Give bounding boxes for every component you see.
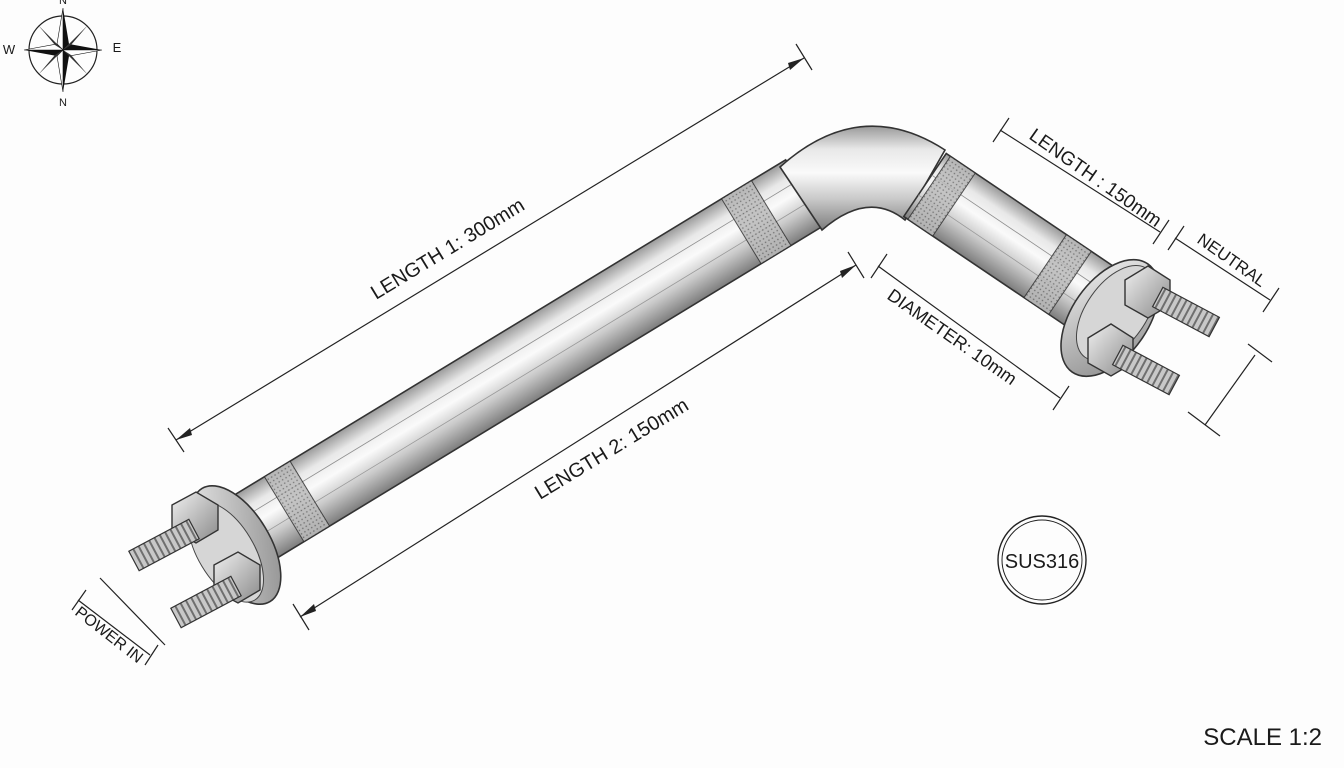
scale-label: SCALE 1:2 bbox=[1203, 724, 1322, 751]
material-stamp: SUS316 bbox=[997, 515, 1087, 605]
neutral-label: NEUTRAL bbox=[1194, 230, 1270, 291]
material-stamp-text: SUS316 bbox=[1005, 551, 1080, 573]
heater-tube-short bbox=[902, 152, 1122, 336]
heater-tube-elbow bbox=[778, 125, 947, 232]
length-short-label: LENGTH : 150mm bbox=[1025, 125, 1165, 232]
neutral-stud-lower bbox=[1111, 344, 1181, 396]
power-in-terminal-assembly bbox=[128, 484, 282, 629]
compass-w-label: W bbox=[3, 42, 16, 57]
compass-e-label: E bbox=[113, 40, 122, 55]
compass-n-bottom-label: N bbox=[59, 97, 67, 109]
power-in-callout-lines bbox=[71, 577, 166, 666]
terminal-stud-upper bbox=[128, 518, 200, 572]
diameter-label: DIAMETER: 10mm bbox=[884, 285, 1021, 389]
heater-tube-long bbox=[229, 158, 827, 564]
dimension-line-length2 bbox=[292, 251, 865, 631]
neutral-terminal-assembly bbox=[1060, 258, 1221, 396]
dimension-line-diameter bbox=[870, 253, 1070, 411]
dimension-line-length-short bbox=[992, 117, 1170, 245]
neutral-callout-lines bbox=[1167, 225, 1280, 437]
dimension-line-length1 bbox=[167, 43, 813, 453]
neutral-stud-upper bbox=[1151, 286, 1221, 338]
length1-label: LENGTH 1: 300mm bbox=[367, 194, 528, 304]
terminal-stud-lower bbox=[170, 575, 242, 629]
compass-n-top-label: N bbox=[59, 0, 67, 7]
compass-rose: N W E N bbox=[3, 0, 122, 109]
length2-label: LENGTH 2: 150mm bbox=[531, 394, 692, 504]
